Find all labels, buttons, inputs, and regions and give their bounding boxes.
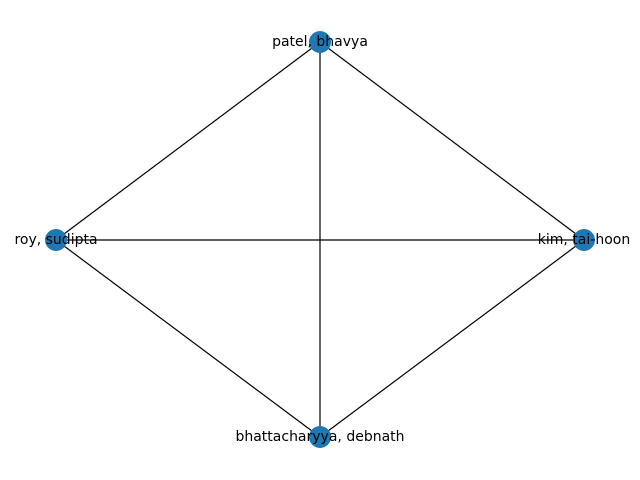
edge-roy-bhattacharyya [55, 239, 321, 438]
node-label-bhattacharyya: bhattacharyya, debnath [235, 429, 404, 445]
node-patel [309, 31, 331, 53]
node-kim [573, 229, 595, 251]
node-label-kim: kim, tai-hoon [538, 232, 630, 248]
node-label-roy: roy, sudipta [14, 232, 97, 248]
edge-kim-bhattacharyya [319, 239, 585, 438]
edge-patel-roy [55, 41, 321, 241]
nodes-layer [45, 31, 595, 448]
node-label-patel: patel, bhavya [272, 34, 368, 50]
labels-layer: patel, bhavya roy, sudipta kim, tai-hoon bh… [14, 34, 630, 445]
node-bhattacharyya [309, 426, 331, 448]
edges-layer [55, 41, 585, 438]
node-roy [45, 229, 67, 251]
edge-patel-kim [319, 41, 585, 241]
